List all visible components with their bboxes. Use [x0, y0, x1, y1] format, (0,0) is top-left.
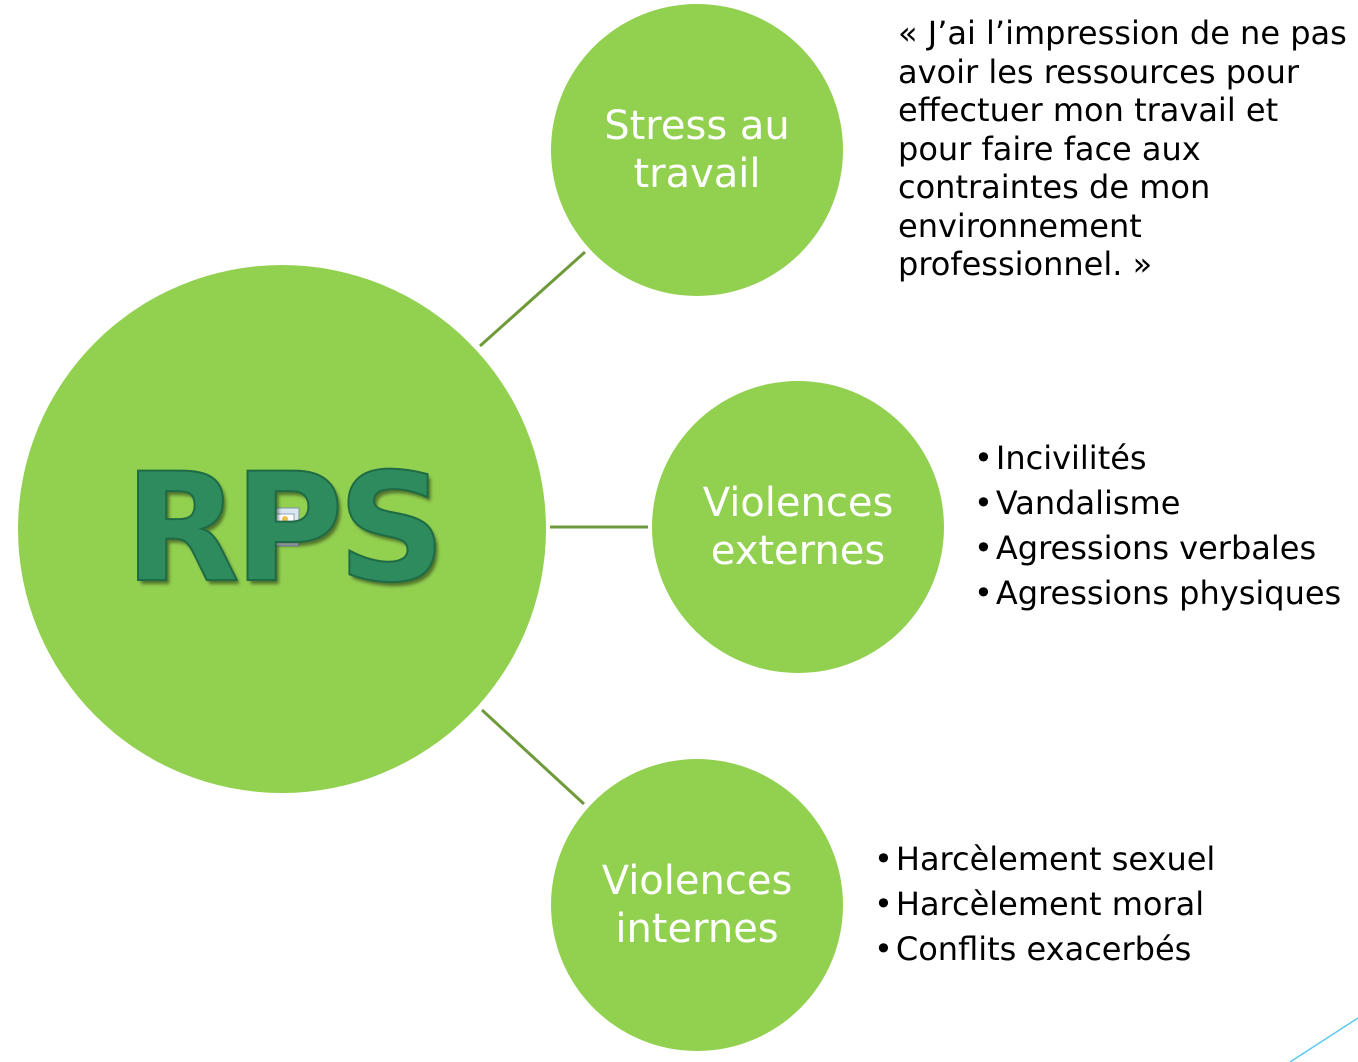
list-item: Incivilités: [974, 436, 1341, 481]
connector-internes: [480, 708, 586, 806]
internes-circle: [551, 759, 843, 1051]
external-violence-list: Incivilités Vandalisme Agressions verbal…: [974, 436, 1341, 616]
externes-circle: [652, 381, 944, 673]
internal-violence-list: Harcèlement sexuel Harcèlement moral Con…: [874, 837, 1215, 972]
connector-stress: [478, 250, 587, 348]
list-item: Harcèlement sexuel: [874, 837, 1215, 882]
list-item: Agressions physiques: [974, 571, 1341, 616]
corner-accent-line: [1289, 1017, 1358, 1062]
list-item: Harcèlement moral: [874, 882, 1215, 927]
rps-title: RPS: [123, 441, 446, 617]
list-item: Agressions verbales: [974, 526, 1341, 571]
stress-quote: « J’ai l’impression de ne pas avoir les …: [898, 14, 1347, 283]
list-item: Vandalisme: [974, 481, 1341, 526]
list-item: Conflits exacerbés: [874, 927, 1215, 972]
embedded-image-icon: [270, 507, 300, 547]
stress-circle: [551, 4, 843, 296]
